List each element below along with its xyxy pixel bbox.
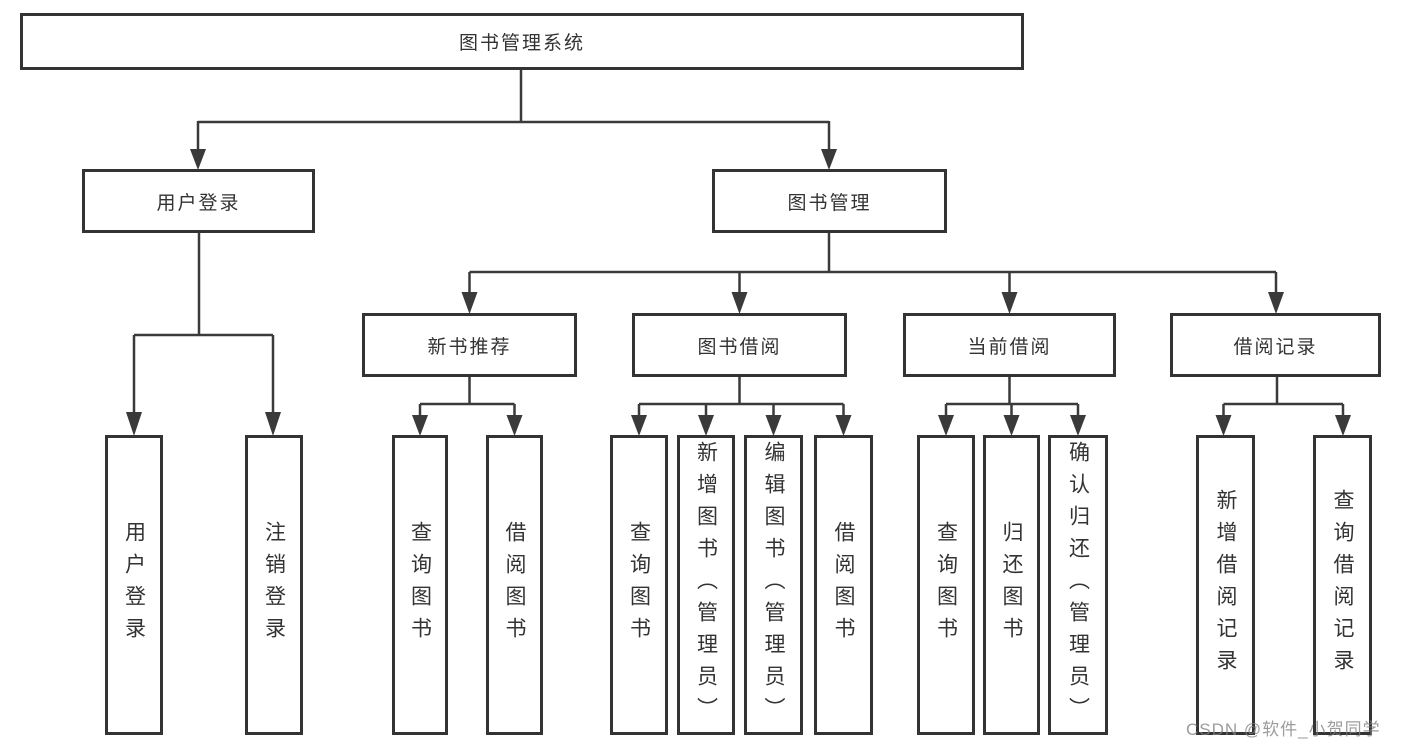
leaf-borrow-book: 借阅图书 bbox=[814, 435, 873, 735]
leaf-add-book-admin: 新增图书（管理员） bbox=[677, 435, 735, 735]
leaf-query-book-current: 查询图书 bbox=[917, 435, 975, 735]
leaf-query-book-borrow: 查询图书 bbox=[610, 435, 668, 735]
node-label: 图书管理 bbox=[787, 192, 872, 214]
node-label: 图书借阅 bbox=[697, 336, 782, 358]
node-book-borrow: 图书借阅 bbox=[632, 313, 847, 377]
leaf-edit-book-admin: 编辑图书（管理员） bbox=[744, 435, 803, 735]
node-user-login: 用户登录 bbox=[82, 169, 315, 233]
leaf-user-login: 用户登录 bbox=[105, 435, 163, 735]
node-label: 新书推荐 bbox=[427, 336, 512, 358]
node-label: 归还图书 bbox=[1000, 521, 1023, 649]
leaf-logout: 注销登录 bbox=[245, 435, 303, 735]
leaf-query-book-recommend: 查询图书 bbox=[392, 435, 448, 735]
node-label: 注销登录 bbox=[262, 521, 286, 649]
node-label: 用户登录 bbox=[156, 192, 241, 214]
node-current-borrow: 当前借阅 bbox=[903, 313, 1116, 377]
leaf-return-book: 归还图书 bbox=[983, 435, 1040, 735]
leaf-confirm-return-admin: 确认归还（管理员） bbox=[1048, 435, 1108, 735]
node-label: 编辑图书（管理员） bbox=[762, 441, 785, 729]
node-label: 借阅图书 bbox=[832, 521, 855, 649]
leaf-add-borrow-record: 新增借阅记录 bbox=[1196, 435, 1255, 735]
node-label: 查询图书 bbox=[934, 521, 958, 649]
leaf-query-borrow-record: 查询借阅记录 bbox=[1313, 435, 1372, 735]
node-label: 查询图书 bbox=[627, 521, 651, 649]
node-label: 新增图书（管理员） bbox=[694, 441, 718, 729]
node-book-management: 图书管理 bbox=[712, 169, 947, 233]
node-borrow-record: 借阅记录 bbox=[1170, 313, 1381, 377]
node-label: 借阅图书 bbox=[503, 521, 526, 649]
node-new-book-recommend: 新书推荐 bbox=[362, 313, 577, 377]
node-label: 查询借阅记录 bbox=[1331, 489, 1354, 681]
node-library-management-system: 图书管理系统 bbox=[20, 13, 1024, 70]
node-label: 当前借阅 bbox=[967, 336, 1052, 358]
leaf-borrow-book-recommend: 借阅图书 bbox=[486, 435, 543, 735]
node-label: 确认归还（管理员） bbox=[1066, 441, 1090, 729]
node-label: 图书管理系统 bbox=[458, 33, 585, 54]
node-label: 查询图书 bbox=[408, 521, 432, 649]
node-label: 借阅记录 bbox=[1233, 336, 1318, 358]
node-label: 新增借阅记录 bbox=[1214, 489, 1237, 681]
node-label: 用户登录 bbox=[122, 521, 146, 649]
csdn-watermark: CSDN @软件_小贺同学 bbox=[1186, 720, 1381, 739]
